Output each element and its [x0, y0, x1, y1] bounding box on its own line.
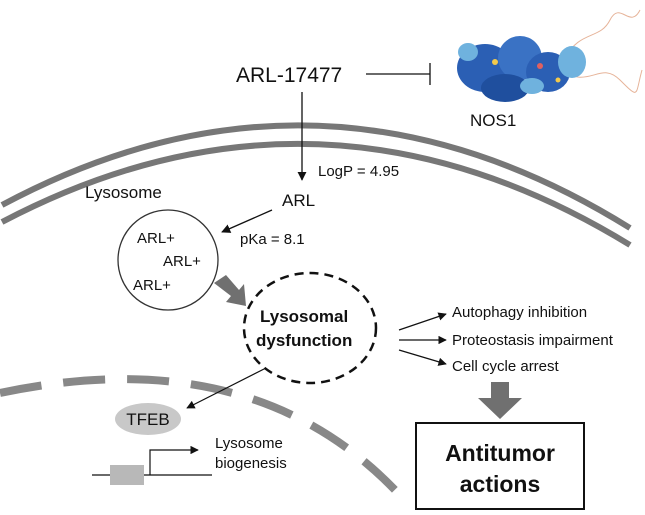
biogenesis-line1: Lysosome: [215, 435, 283, 452]
lysosome-entry-arrow: [221, 209, 273, 233]
antitumor-line2: actions: [460, 471, 541, 497]
effects-to-outcome-arrow: [478, 382, 522, 419]
cell-membrane: [0, 122, 632, 248]
dysfunction-line1: Lysosomal: [260, 307, 348, 326]
tfeb-label: TFEB: [126, 410, 169, 429]
biogenesis-line2: biogenesis: [215, 455, 287, 472]
gene-promoter: [92, 445, 212, 485]
arl-plus-2: ARL+: [163, 253, 201, 270]
tfeb-ellipse: [115, 403, 181, 435]
arl-label: ARL: [282, 191, 315, 210]
effect-cell-cycle: Cell cycle arrest: [452, 358, 560, 375]
effect-autophagy: Autophagy inhibition: [452, 304, 587, 321]
nuclear-envelope: [0, 375, 398, 493]
lysosome-to-dysfunction-arrow: [214, 275, 246, 306]
nos1-protein-structure-icon: [457, 9, 643, 102]
logp-label: LogP = 4.95: [318, 163, 399, 180]
target-label: NOS1: [470, 111, 516, 130]
drug-label: ARL-17477: [236, 64, 342, 87]
effect-arrows: [398, 312, 447, 366]
pka-label: pKa = 8.1: [240, 231, 305, 248]
lysosome-circle: [117, 209, 219, 311]
antitumor-line1: Antitumor: [445, 440, 555, 466]
dysfunction-to-tfeb-arrow: [186, 367, 267, 409]
arl-plus-1: ARL+: [137, 230, 175, 247]
inhibition-line: [366, 63, 431, 85]
dysfunction-circle: [242, 271, 378, 385]
effect-proteostasis: Proteostasis impairment: [452, 332, 614, 349]
dysfunction-line2: dysfunction: [256, 331, 352, 350]
lysosome-label: Lysosome: [85, 183, 162, 202]
arl-plus-3: ARL+: [133, 277, 171, 294]
antitumor-box: [415, 422, 585, 510]
